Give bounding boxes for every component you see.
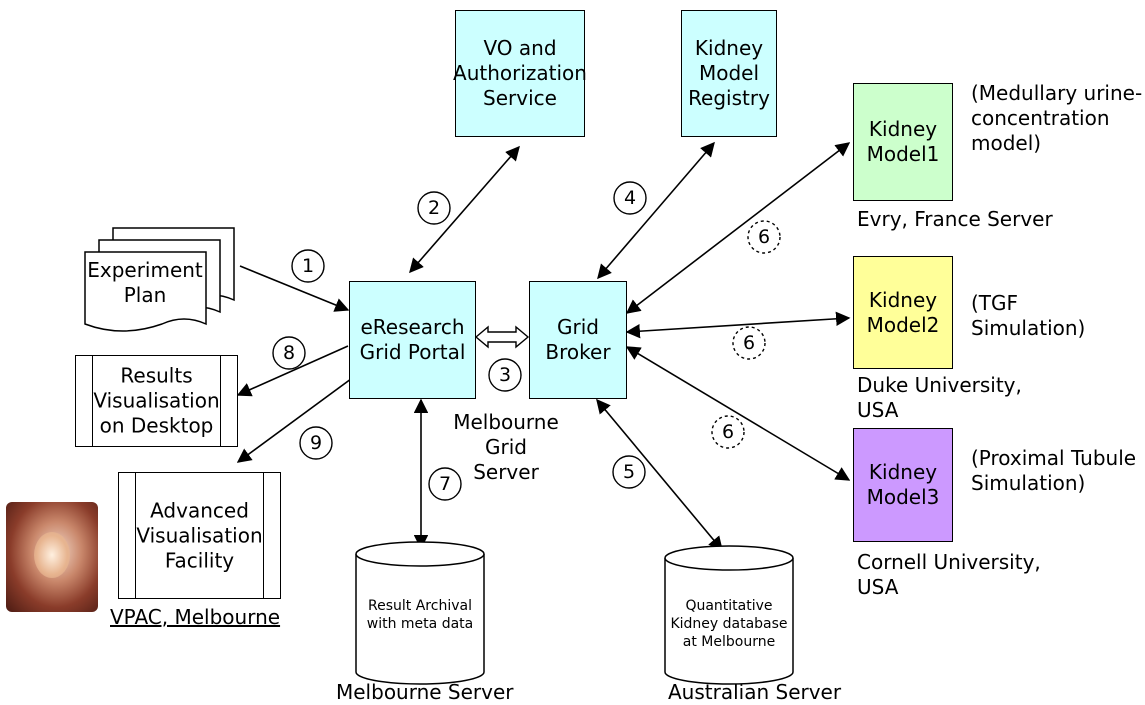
experiment-plan[interactable]: Experiment Plan (87, 258, 203, 307)
advanced-visualisation-facility[interactable]: Advanced Visualisation Facility (118, 472, 281, 599)
model3-description: (Proximal Tubule Simulation) (971, 446, 1137, 495)
kidney-model-1[interactable]: Kidney Model1 (853, 83, 953, 201)
experiment-plan-shape (84, 227, 235, 332)
grid-broker[interactable]: Grid Broker (529, 281, 627, 399)
step-2: 2 (427, 197, 441, 219)
results-visualisation-label: Results Visualisation on Desktop (93, 363, 220, 438)
step-1: 1 (301, 255, 315, 277)
vpac-melbourne: VPAC, Melbourne (110, 605, 281, 629)
eresearch-grid-portal[interactable]: eResearch Grid Portal (349, 281, 476, 399)
arrow-plan-to-portal (239, 265, 350, 312)
quantdb-cylinder (664, 545, 794, 685)
australian-server: Australian Server (668, 680, 842, 704)
kidney-model-2[interactable]: Kidney Model2 (853, 256, 953, 369)
model3-location: Cornell University, USA (857, 550, 1041, 599)
archival-cylinder (355, 541, 485, 685)
model2-description: (TGF Simulation) (971, 291, 1086, 340)
step-8: 8 (282, 342, 296, 364)
step-7: 7 (438, 473, 452, 495)
model2-location: Duke University, USA (857, 373, 1022, 422)
step-6c: 6 (721, 421, 735, 443)
arrow-broker-model2 (625, 311, 851, 339)
kidney-photo-image (6, 502, 98, 612)
step-4: 4 (623, 187, 637, 209)
melbourne-server: Melbourne Server (336, 680, 514, 704)
arrow-portal-desktop (236, 345, 349, 397)
model1-description: (Medullary urine- concentration model) (971, 81, 1143, 155)
arrow-broker-model3 (625, 346, 851, 481)
result-archival-db[interactable]: Result Archival with meta data (366, 598, 474, 633)
arrow-portal-advanced (236, 375, 356, 463)
kidney-model-registry[interactable]: Kidney Model Registry (681, 10, 777, 137)
results-visualisation-desktop[interactable]: Results Visualisation on Desktop (75, 355, 238, 447)
step-9: 9 (309, 432, 323, 454)
step-6b: 6 (742, 332, 756, 354)
advanced-visualisation-label: Advanced Visualisation Facility (136, 498, 263, 572)
step-6a: 6 (757, 226, 771, 248)
model1-location: Evry, France Server (857, 207, 1053, 231)
quantitative-kidney-db[interactable]: Quantitative Kidney database at Melbourn… (670, 598, 788, 651)
arrow-broker-quantdb (596, 398, 723, 552)
kidney-model-3[interactable]: Kidney Model3 (853, 428, 953, 542)
arrow-portal-vo (409, 145, 520, 274)
step-5: 5 (622, 461, 636, 483)
arrow-broker-model1 (625, 142, 851, 314)
melbourne-grid-server: Melbourne Grid Server (453, 410, 559, 484)
step-3: 3 (498, 364, 512, 386)
double-arrow-portal-broker (474, 325, 530, 349)
vo-authorization-service[interactable]: VO and Authorization Service (453, 10, 587, 137)
